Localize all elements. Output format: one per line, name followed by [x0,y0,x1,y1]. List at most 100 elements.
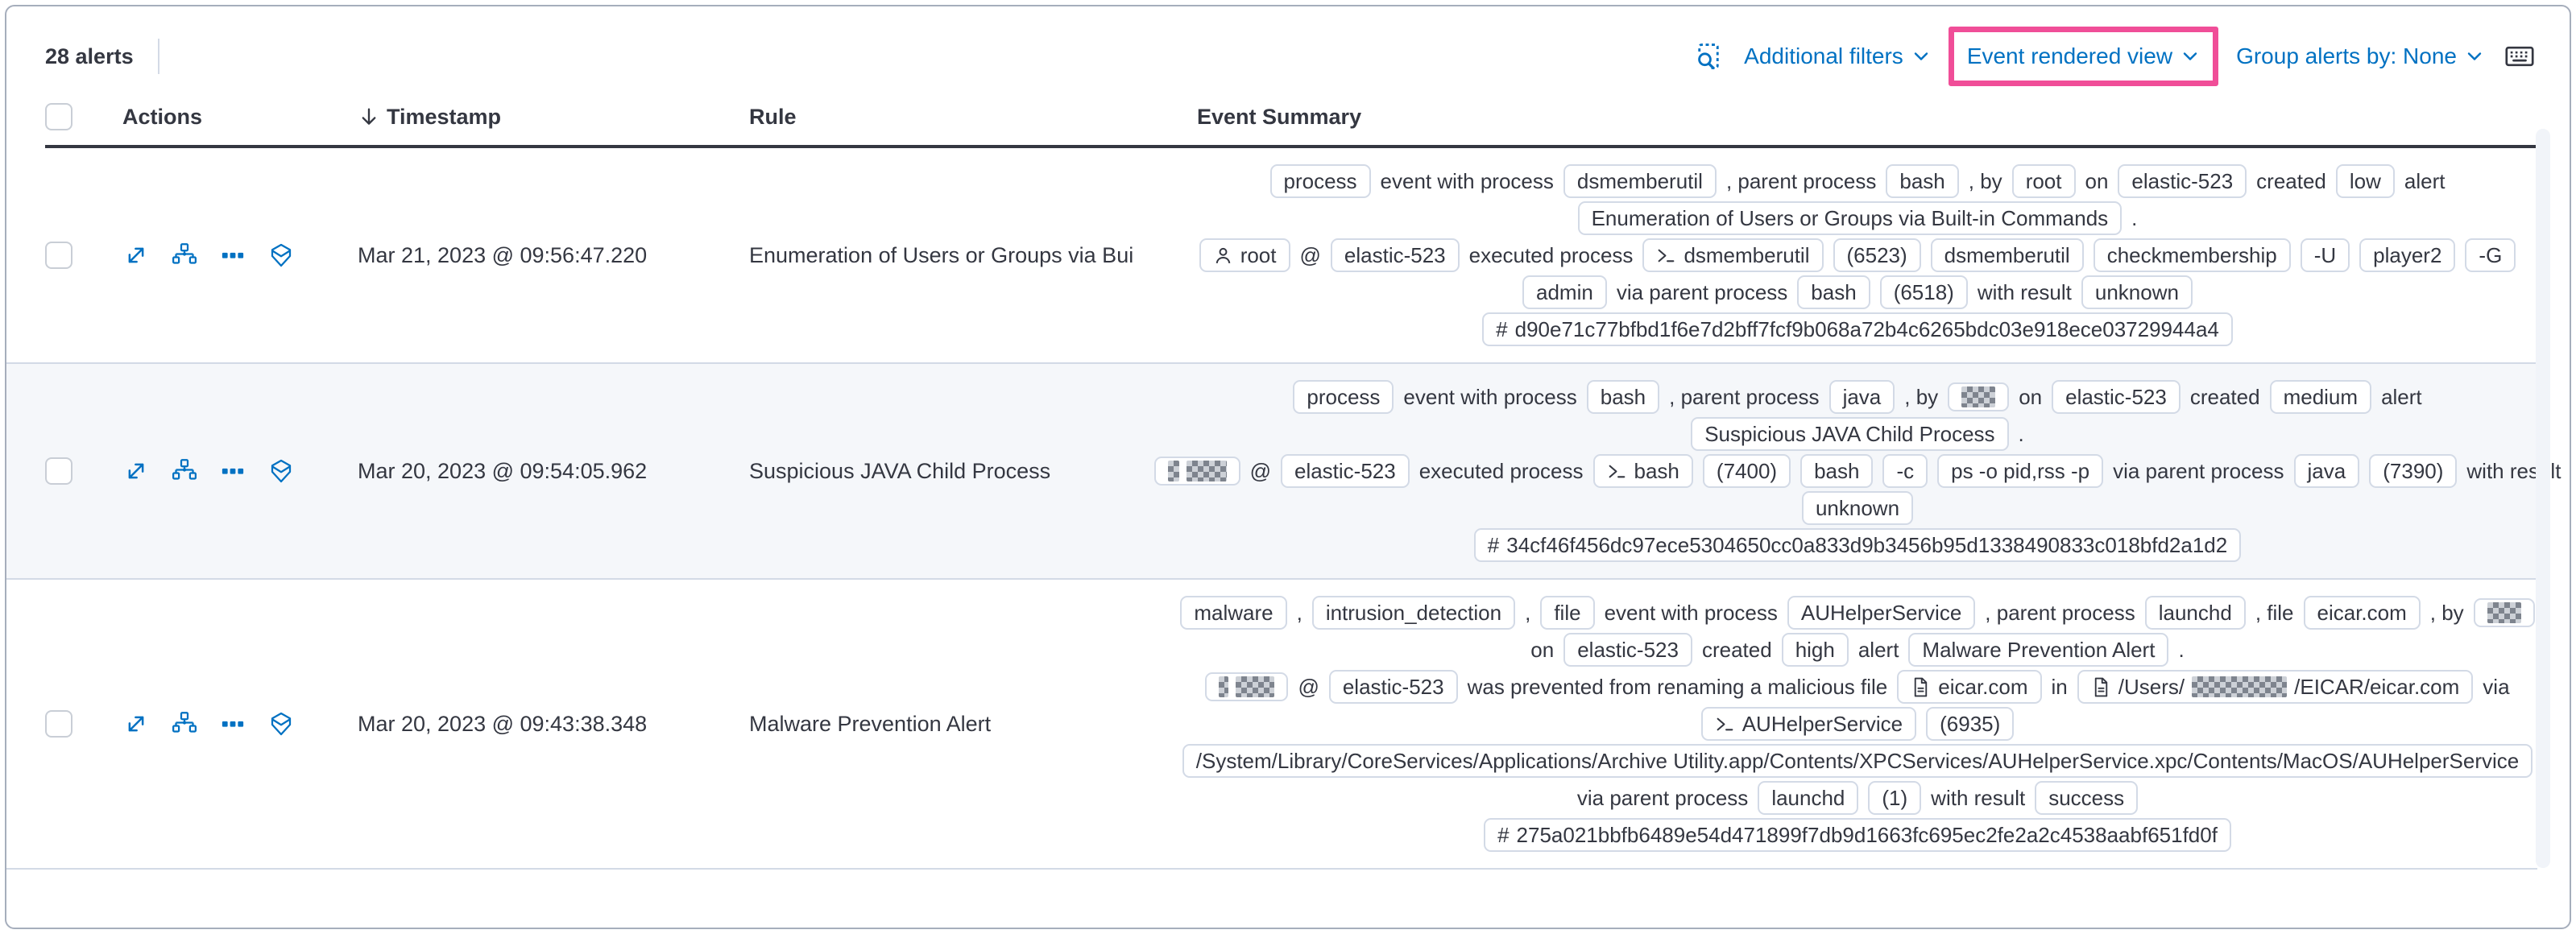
header-timestamp[interactable]: Timestamp [387,104,502,129]
field-badge[interactable]: (1) [1868,781,1922,815]
field-badge[interactable]: bash [1586,380,1660,414]
field-badge[interactable]: low [2335,164,2395,198]
field-badge[interactable]: (6518) [1879,275,1968,309]
analyze-event-icon[interactable] [171,710,198,738]
field-badge[interactable]: -c [1882,454,1928,488]
field-badge[interactable]: dsmemberutil [1563,164,1717,198]
field-badge[interactable]: elastic-523 [1328,670,1458,704]
field-badge[interactable]: elastic-523 [1563,633,1692,667]
sort-descending-icon[interactable] [358,105,380,128]
field-badge[interactable]: dsmemberutil [1930,238,2084,272]
field-badge[interactable]: -U [2300,238,2350,272]
field-badge[interactable]: #34cf46f456dc97ece5304650cc0a833d9b3456b… [1473,528,2242,562]
field-badge[interactable] [1205,672,1289,701]
inspect-icon[interactable] [1694,42,1723,71]
field-badge[interactable]: -G [2465,238,2516,272]
field-badge[interactable]: intrusion_detection [1311,596,1516,630]
field-badge[interactable]: (6523) [1833,238,1921,272]
field-badge[interactable]: AUHelperService [1787,596,1976,630]
additional-filters-button[interactable]: Additional filters [1744,43,1931,69]
summary-line: #275a021bbfb6489e54d471899f7db9d1663fc69… [1184,818,2531,852]
summary-text: created [2189,385,2260,409]
field-badge[interactable]: eicar.com [2303,596,2421,630]
analyze-event-icon[interactable] [171,242,198,269]
field-badge[interactable]: ps -o pid,rss -p [1937,454,2104,488]
field-badge[interactable]: malware [1180,596,1287,630]
field-badge[interactable]: elastic-523 [2118,164,2247,198]
session-viewer-icon[interactable] [267,242,295,269]
field-badge[interactable]: launchd [1758,781,1859,815]
field-badge[interactable]: bash [1592,454,1693,488]
summary-text: alert [1857,638,1899,662]
more-actions-icon[interactable] [219,710,246,738]
field-badge[interactable]: dsmemberutil [1642,238,1824,272]
field-badge[interactable]: unknown [2081,275,2193,309]
field-badge[interactable] [1948,382,2010,411]
row-checkbox[interactable] [45,242,72,269]
field-badge[interactable]: #275a021bbfb6489e54d471899f7db9d1663fc69… [1484,818,2231,852]
field-badge[interactable]: admin [1522,275,1607,309]
row-checkbox[interactable] [45,710,72,738]
expand-alert-icon[interactable] [122,710,150,738]
user-icon [1213,246,1233,266]
summary-line: Suspicious JAVA Child Process. [1184,417,2531,451]
expand-alert-icon[interactable] [122,457,150,485]
row-checkbox[interactable] [45,457,72,485]
field-badge[interactable]: success [2035,781,2139,815]
field-badge[interactable]: high [1781,633,1849,667]
summary-text: , parent process [1985,601,2135,625]
field-badge[interactable]: file [1540,596,1595,630]
session-viewer-icon[interactable] [267,710,295,738]
field-badge[interactable]: Malware Prevention Alert [1908,633,2169,667]
group-alerts-by-button[interactable]: Group alerts by: None [2236,43,2484,69]
field-badge[interactable]: AUHelperService [1700,707,1917,741]
summary-text: created [2256,169,2326,193]
field-badge[interactable]: process [1293,380,1394,414]
field-badge[interactable]: eicar.com [1897,670,2042,704]
field-badge[interactable]: unknown [1801,491,1914,525]
badge-text: bash [1811,280,1857,304]
view-selector-button[interactable]: Event rendered view [1967,43,2200,69]
field-badge[interactable]: /Users//EICAR/eicar.com [2077,670,2474,704]
field-badge[interactable]: #d90e71c77bfbd1f6e7d2bff7fcf9b068a72b4c6… [1482,312,2233,346]
field-badge[interactable]: (7400) [1702,454,1791,488]
field-badge[interactable]: bash [1797,275,1870,309]
summary-text: executed process [1468,243,1634,267]
alerts-toolbar: 28 alerts Additional filters Event rende… [6,6,2570,92]
field-badge[interactable]: medium [2269,380,2372,414]
field-badge[interactable] [1153,457,1240,486]
more-actions-icon[interactable] [219,242,246,269]
field-badge[interactable]: Suspicious JAVA Child Process [1691,417,2009,451]
badge-text-part: /EICAR/eicar.com [2294,675,2460,699]
field-badge[interactable]: launchd [2144,596,2246,630]
field-badge[interactable]: elastic-523 [1280,454,1410,488]
select-all-checkbox[interactable] [45,103,72,130]
field-badge[interactable]: (7390) [2369,454,2458,488]
field-badge[interactable]: checkmembership [2093,238,2291,272]
field-badge[interactable]: Enumeration of Users or Groups via Built… [1577,201,2123,235]
row-select-cell [45,457,101,485]
badge-text: java [2307,459,2346,483]
field-badge[interactable]: java [2293,454,2360,488]
scrollbar-track[interactable] [2536,129,2550,868]
analyze-event-icon[interactable] [171,457,198,485]
field-badge[interactable]: elastic-523 [1330,238,1460,272]
field-badge[interactable]: (6935) [1926,707,2015,741]
field-badge[interactable]: process [1269,164,1371,198]
field-badge[interactable]: elastic-523 [2052,380,2180,414]
field-badge[interactable]: root [1199,238,1290,272]
field-badge[interactable]: java [1828,380,1895,414]
field-badge[interactable]: bash [1886,164,1959,198]
field-badge[interactable]: player2 [2359,238,2456,272]
field-badge[interactable]: root [2011,164,2076,198]
field-badge[interactable]: /System/Library/CoreServices/Application… [1182,744,2533,778]
field-badge[interactable] [2473,598,2535,627]
badge-text: bash [1634,459,1679,483]
field-badge[interactable]: bash [1800,454,1874,488]
keyboard-shortcuts-icon[interactable] [2505,42,2534,71]
summary-text: @ [1298,675,1319,699]
session-viewer-icon[interactable] [267,457,295,485]
more-actions-icon[interactable] [219,457,246,485]
expand-alert-icon[interactable] [122,242,150,269]
